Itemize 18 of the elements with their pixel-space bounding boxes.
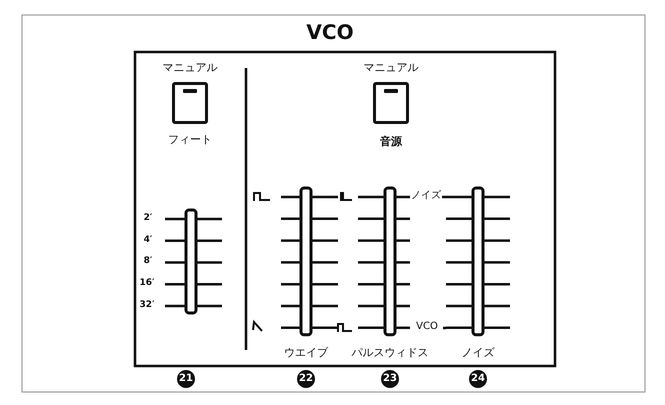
switch-label: マニュアル: [364, 62, 418, 73]
slider-label: ノイズ: [460, 347, 496, 358]
slider-label: パルスウィドス: [350, 347, 430, 358]
footage-label: 2′: [142, 214, 154, 223]
footage-label: 8′: [142, 257, 154, 266]
switch-label: 音源: [380, 136, 402, 147]
callout-number: 22: [297, 370, 315, 388]
callout-number: 21: [177, 370, 195, 388]
callout-number: 23: [381, 370, 399, 388]
switch-label: フィート: [168, 134, 212, 145]
position-label: ノイズ: [410, 191, 442, 201]
switch-label: マニュアル: [162, 62, 218, 73]
callout-number: 24: [469, 370, 487, 388]
footage-label: 16′: [138, 279, 156, 288]
title: VCO: [305, 22, 355, 42]
slider-label: ウエイブ: [283, 347, 330, 358]
footage-label: 32′: [138, 301, 156, 310]
footage-label: 4′: [142, 236, 154, 245]
